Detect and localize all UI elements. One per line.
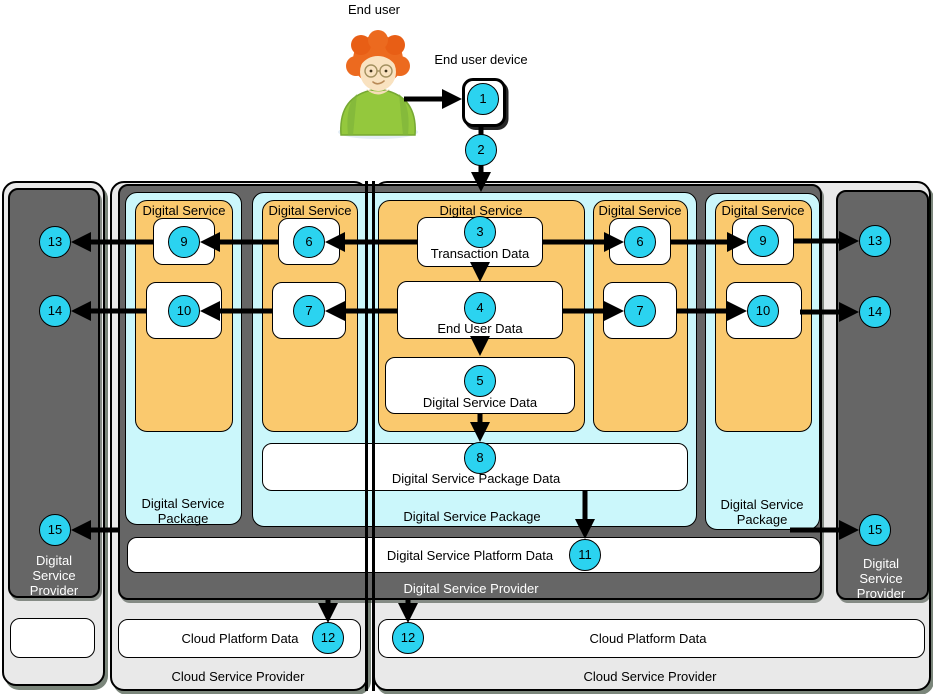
digital-service-label-right-outer: Digital Service <box>721 203 805 218</box>
end-user-device-label: End user device <box>434 52 528 67</box>
digital-service-provider-label-left: Digital Service Provider <box>29 553 79 598</box>
flow-marker-12: 12 <box>392 622 424 654</box>
cloud-service-provider-label-left: Cloud Service Provider <box>171 669 305 684</box>
cloud-boundary-line-left <box>365 181 368 691</box>
flow-marker-12: 12 <box>312 622 344 654</box>
flow-marker-10: 10 <box>747 295 779 327</box>
flow-marker-5: 5 <box>464 365 496 397</box>
flow-marker-11: 11 <box>569 539 601 571</box>
flow-marker-10: 10 <box>168 295 200 327</box>
flow-marker-15: 15 <box>39 514 71 546</box>
flow-marker-13: 13 <box>859 225 891 257</box>
digital-service-label-right-inner: Digital Service <box>598 203 682 218</box>
end-user-label: End user <box>347 2 401 17</box>
digital-service-package-label-center: Digital Service Package <box>403 509 541 524</box>
flow-marker-3: 3 <box>464 216 496 248</box>
transaction-data-label: Transaction Data <box>430 246 530 261</box>
flow-marker-9: 9 <box>168 226 200 258</box>
cloud-platform-data-box-right <box>378 619 925 658</box>
digital-service-label-left-inner: Digital Service <box>268 203 352 218</box>
flow-marker-6: 6 <box>293 226 325 258</box>
end-user-person <box>338 30 418 139</box>
flow-marker-7: 7 <box>624 295 656 327</box>
flow-marker-2: 2 <box>465 134 497 166</box>
flow-marker-9: 9 <box>747 225 779 257</box>
flow-marker-14: 14 <box>859 296 891 328</box>
cloud-platform-data-label-left: Cloud Platform Data <box>181 631 299 646</box>
cloud-platform-data-label-right: Cloud Platform Data <box>589 631 707 646</box>
end-user-data-label: End User Data <box>437 321 523 336</box>
flow-marker-1: 1 <box>467 83 499 115</box>
digital-service-provider-label-right: Digital Service Provider <box>856 556 906 601</box>
flow-marker-4: 4 <box>464 292 496 324</box>
cloud-boundary-line-right <box>372 181 375 691</box>
cloud-service-provider-label-right: Cloud Service Provider <box>583 669 717 684</box>
flow-marker-15: 15 <box>859 514 891 546</box>
empty-box-left-cloud <box>10 618 95 658</box>
flow-marker-8: 8 <box>464 442 496 474</box>
digital-service-platform-data-box <box>127 537 821 573</box>
digital-service-package-label-right: Digital Service Package <box>720 497 804 527</box>
digital-service-platform-data-label: Digital Service Platform Data <box>386 548 554 563</box>
digital-service-label-center: Digital Service <box>439 203 523 218</box>
flow-marker-7: 7 <box>293 295 325 327</box>
digital-service-provider-label-main: Digital Service Provider <box>403 581 539 596</box>
digital-service-label-left-outer: Digital Service <box>142 203 226 218</box>
digital-service-package-data-label: Digital Service Package Data <box>391 471 561 486</box>
digital-service-package-label-left: Digital Service Package <box>141 496 225 526</box>
flow-marker-13: 13 <box>39 226 71 258</box>
flow-marker-14: 14 <box>39 295 71 327</box>
digital-service-data-label: Digital Service Data <box>422 395 538 410</box>
flow-marker-6: 6 <box>624 226 656 258</box>
